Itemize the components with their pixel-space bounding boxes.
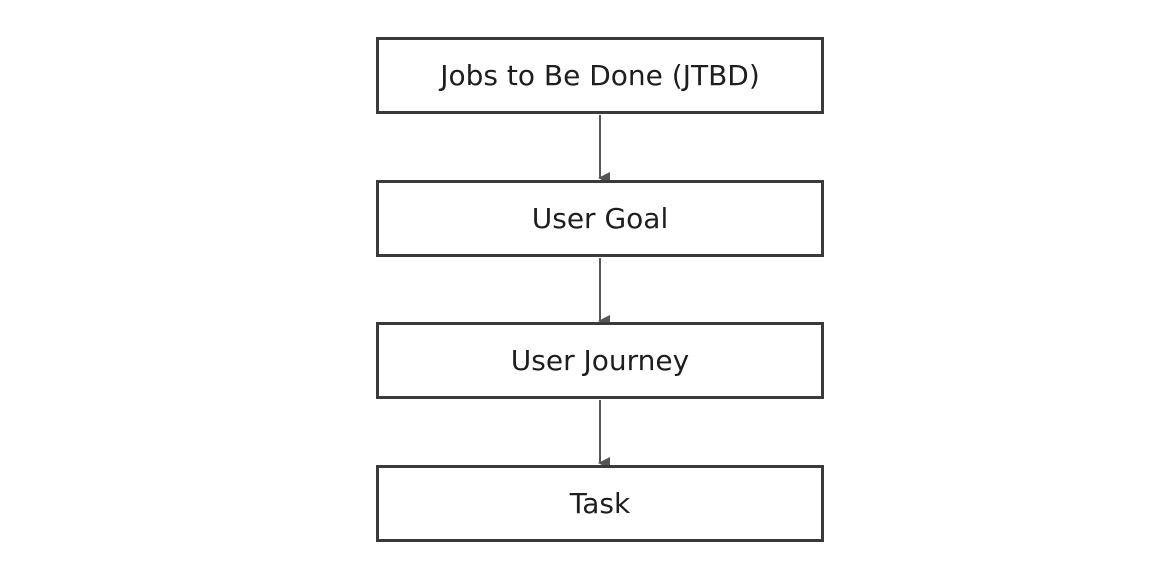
node-jtbd: Jobs to Be Done (JTBD) (376, 37, 824, 114)
node-label: Jobs to Be Done (JTBD) (440, 59, 760, 92)
node-label: User Journey (510, 344, 690, 377)
node-user-goal: User Goal (376, 180, 824, 257)
node-task: Task (376, 465, 824, 542)
node-user-journey: User Journey (376, 322, 824, 399)
node-label: Task (569, 487, 631, 520)
node-label: User Goal (531, 202, 669, 235)
